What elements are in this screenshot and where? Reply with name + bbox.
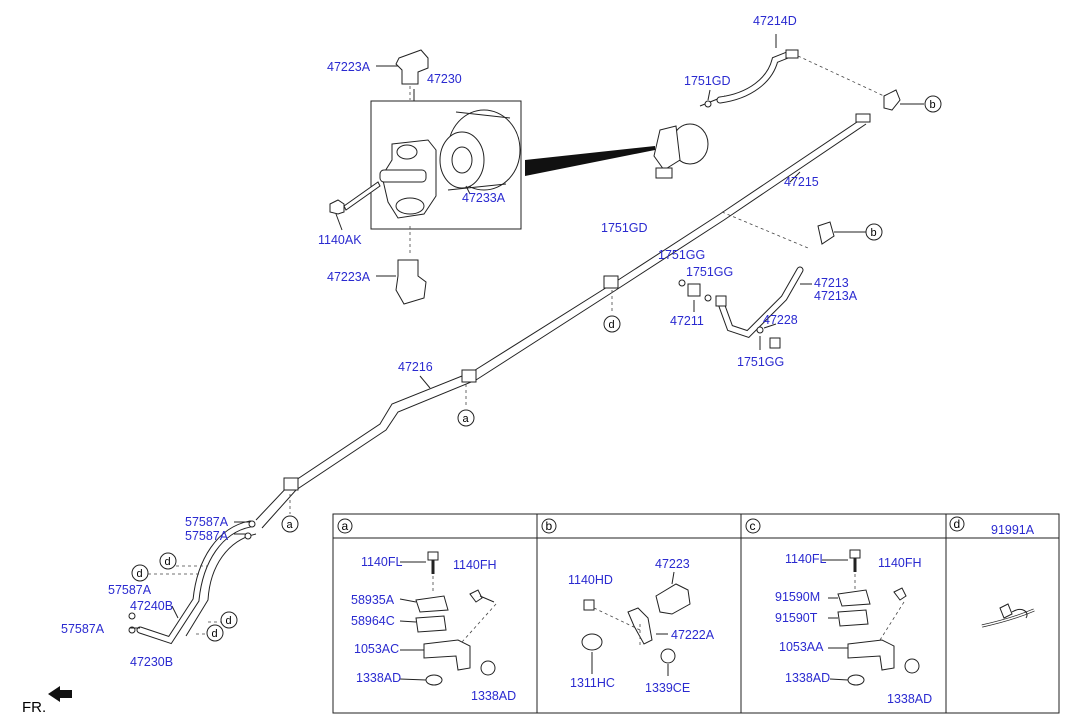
- front-label: FR.: [22, 699, 46, 716]
- hose-47214D: [704, 34, 885, 108]
- svg-text:a: a: [287, 519, 294, 531]
- table-a-label-1053AC: 1053AC: [354, 642, 399, 656]
- ref-circle-d-top: d: [603, 315, 621, 333]
- svg-text:a: a: [463, 413, 470, 425]
- svg-text:b: b: [930, 99, 936, 111]
- table-c-label-1140FL: 1140FL: [785, 552, 827, 566]
- table-b-label-47223: 47223: [655, 557, 690, 571]
- fuel-line-47216: [255, 275, 619, 529]
- label-47213: 47213: [814, 276, 849, 290]
- clip-b-top: [883, 89, 901, 111]
- table-c-label-1338AD-2: 1338AD: [887, 692, 932, 706]
- label-47223A-top: 47223A: [327, 60, 371, 74]
- plug-47228: [769, 337, 781, 349]
- table-b-label-1339CE: 1339CE: [645, 681, 690, 695]
- label-47215: 47215: [784, 175, 819, 189]
- table-a-label-1338AD-2: 1338AD: [471, 689, 516, 703]
- label-47228: 47228: [763, 313, 798, 327]
- table-a-label-1140FH: 1140FH: [453, 558, 497, 572]
- label-47240B: 47240B: [130, 599, 173, 613]
- svg-text:d: d: [226, 615, 232, 627]
- label-47211: 47211: [670, 314, 704, 328]
- label-47230B: 47230B: [130, 655, 173, 669]
- label-1751GD-bottom: 1751GD: [601, 221, 648, 235]
- section-a-drawing: [399, 551, 497, 686]
- label-47216: 47216: [398, 360, 433, 374]
- table-c-label-1140FH: 1140FH: [878, 556, 922, 570]
- label-57587A-2: 57587A: [185, 529, 229, 543]
- section-c-drawing: [822, 549, 920, 686]
- label-57587A-4: 57587A: [61, 622, 105, 636]
- label-47214D: 47214D: [753, 14, 797, 28]
- label-47233A: 47233A: [462, 191, 506, 205]
- ref-circle-b-top: b: [924, 95, 942, 113]
- label-1751GG-a: 1751GG: [658, 248, 705, 262]
- filter-small-view: [653, 95, 726, 179]
- table-header-d: d: [949, 516, 965, 532]
- front-arrow-icon: [48, 686, 72, 702]
- elbow-fitting-top: [395, 49, 429, 85]
- svg-text:d: d: [137, 568, 143, 580]
- table-b-label-1311HC: 1311HC: [570, 676, 615, 690]
- svg-text:a: a: [342, 519, 349, 533]
- label-1140AK: 1140AK: [318, 233, 362, 247]
- ref-circle-b-mid: b: [865, 223, 883, 241]
- hose-47213: [678, 266, 812, 350]
- section-b-drawing: [581, 571, 691, 676]
- elbow-fitting-bottom: [395, 259, 427, 305]
- table-c-label-91590T: 91590T: [775, 611, 818, 625]
- clip-b-mid: [817, 221, 835, 245]
- fuel-line-47215: [471, 89, 924, 381]
- fitting-47211: [687, 283, 701, 297]
- label-1751GG-c: 1751GG: [737, 355, 784, 369]
- svg-text:d: d: [212, 628, 218, 640]
- ref-circle-d-3: d: [220, 611, 238, 629]
- svg-text:c: c: [750, 519, 756, 533]
- table-header-a: a: [337, 518, 353, 534]
- bolt-1140AK: [329, 181, 381, 215]
- ref-circle-a-low: a: [281, 515, 299, 533]
- hoses-47240B-47230B: [128, 520, 257, 645]
- table-c-label-1053AA: 1053AA: [779, 640, 824, 654]
- label-47213A: 47213A: [814, 289, 858, 303]
- svg-text:d: d: [165, 556, 171, 568]
- detail-table: a b c d 91991A 1140FL 1140FH 58935A 5896…: [332, 513, 1060, 714]
- fuel-filter-assembly: [329, 49, 522, 305]
- ref-circle-d-1: d: [159, 552, 177, 570]
- table-d-part-91991A: 91991A: [991, 523, 1035, 537]
- table-a-label-58935A: 58935A: [351, 593, 395, 607]
- table-a-label-1338AD-1: 1338AD: [356, 671, 401, 685]
- ref-circle-a-mid: a: [457, 409, 475, 427]
- table-header-c: c: [745, 518, 761, 534]
- svg-text:d: d: [954, 517, 961, 531]
- table-a-label-58964C: 58964C: [351, 614, 395, 628]
- svg-text:b: b: [871, 227, 877, 239]
- label-1751GG-b: 1751GG: [686, 265, 733, 279]
- cable-tie-drawing: [981, 603, 1035, 628]
- table-header-b: b: [541, 518, 557, 534]
- table-c-label-1338AD-1: 1338AD: [785, 671, 830, 685]
- detail-callout-wedge: [525, 146, 655, 176]
- table-a-label-1140FL: 1140FL: [361, 555, 403, 569]
- svg-text:b: b: [546, 519, 553, 533]
- table-c-label-91590M: 91590M: [775, 590, 820, 604]
- label-57587A-1: 57587A: [185, 515, 229, 529]
- table-b-label-47222A: 47222A: [671, 628, 715, 642]
- table-b-label-1140HD: 1140HD: [568, 573, 613, 587]
- filter-cartridge: [439, 109, 521, 191]
- svg-text:d: d: [609, 319, 615, 331]
- ref-circle-d-4: d: [206, 624, 224, 642]
- ref-circle-d-2: d: [131, 564, 149, 582]
- label-47223A-bottom: 47223A: [327, 270, 371, 284]
- filter-assembly-box: [370, 100, 522, 230]
- label-47230: 47230: [427, 72, 462, 86]
- label-1751GD-top: 1751GD: [684, 74, 731, 88]
- label-57587A-3: 57587A: [108, 583, 152, 597]
